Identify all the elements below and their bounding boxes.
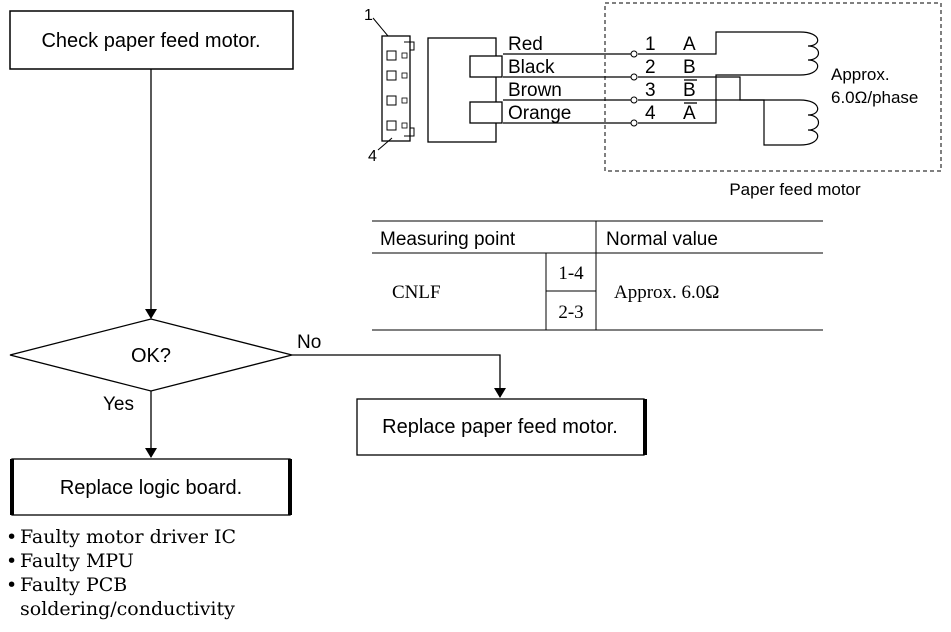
table-header-normal-value: Normal value [606, 229, 718, 250]
connector-latch [404, 127, 415, 137]
connector-pin-dot [401, 97, 408, 104]
motor-wire-b-bar [638, 99, 800, 146]
terminal-3 [630, 96, 638, 104]
phase-label-a-bar: A [683, 103, 696, 124]
plug-key [469, 55, 503, 78]
connector-slot [386, 95, 397, 106]
bullet-icon: • [6, 550, 18, 572]
motor-resistance-line2: 6.0Ω/phase [831, 88, 918, 107]
wire-label-orange: Orange [508, 103, 571, 124]
wire-label-red: Red [508, 34, 543, 55]
wire-label-brown: Brown [508, 80, 562, 101]
table-header-measuring-point: Measuring point [380, 229, 516, 250]
table-cell-pair-2-3: 2-3 [558, 302, 583, 323]
fault-cause-text: Faulty PCB soldering/conductivity [20, 574, 235, 620]
motor-boundary [604, 2, 942, 172]
pin-number-2: 2 [645, 57, 656, 78]
table-cell-pair-1-4: 1-4 [558, 263, 584, 284]
phase-label-b-bar: B [683, 80, 696, 101]
phase-label-b: B [683, 57, 696, 78]
motor-wire-b [638, 76, 800, 101]
fault-cause-list: • Faulty motor driver IC • Faulty MPU • … [6, 525, 236, 621]
coil-phase-b-icon [799, 99, 820, 146]
pin-number-4: 4 [645, 103, 656, 124]
connector-pin-bottom-label: 4 [368, 148, 377, 165]
connector-slot [386, 70, 397, 81]
bullet-icon: • [6, 574, 18, 596]
flowchart: Check paper feed motor. OK? No Replace p… [9, 10, 647, 516]
fault-cause-text: Faulty MPU [20, 550, 134, 572]
connector-pin-dot [401, 122, 408, 129]
measurement-table: Measuring point Normal value CNLF 1-4 2-… [372, 220, 823, 331]
terminal-2 [630, 73, 638, 81]
bullet-icon: • [6, 526, 18, 548]
motor-wire-a-bar [638, 74, 800, 124]
phase-label-a: A [683, 34, 696, 55]
no-action-label: Replace paper feed motor. [382, 416, 618, 438]
yes-action-box [11, 458, 291, 516]
connector-slot [386, 50, 397, 61]
pin-number-3: 3 [645, 80, 656, 101]
check-step-label: Check paper feed motor. [41, 30, 260, 52]
no-label: No [297, 332, 321, 353]
plug-key [469, 101, 503, 124]
coil-phase-a-icon [799, 31, 820, 76]
motor-name-label: Paper feed motor [729, 180, 861, 199]
check-step-box [9, 10, 294, 70]
flow-arrow-no [292, 354, 506, 398]
plug-body [427, 37, 497, 143]
connector-lead-4 [377, 137, 393, 151]
fault-cause-item: • Faulty PCB soldering/conductivity [6, 573, 236, 621]
motor-resistance-line1: Approx. [831, 65, 890, 84]
connector-pin-dot [401, 72, 408, 79]
connector-latch [404, 41, 415, 51]
terminal-1 [630, 50, 638, 58]
yes-action-label: Replace logic board. [60, 477, 242, 499]
yes-label: Yes [103, 394, 134, 415]
decision-label: OK? [131, 345, 171, 367]
connector-slot [386, 120, 397, 131]
motor-wire-a [638, 31, 800, 55]
connector-pin-top-label: 1 [364, 7, 373, 24]
table-cell-connector: CNLF [392, 282, 441, 303]
fault-cause-text: Faulty motor driver IC [20, 526, 237, 548]
wiring-diagram: 1 4 Red Black Brown Orange 1 2 3 4 [364, 2, 942, 199]
wire-label-black: Black [508, 57, 555, 78]
fault-cause-item: • Faulty MPU [6, 549, 236, 573]
connector-pin-dot [401, 52, 408, 59]
terminal-4 [630, 119, 638, 127]
fault-cause-item: • Faulty motor driver IC [6, 525, 236, 549]
connector-lead-1 [372, 17, 389, 37]
pin-number-1: 1 [645, 34, 656, 55]
table-cell-value: Approx. 6.0Ω [614, 282, 719, 303]
